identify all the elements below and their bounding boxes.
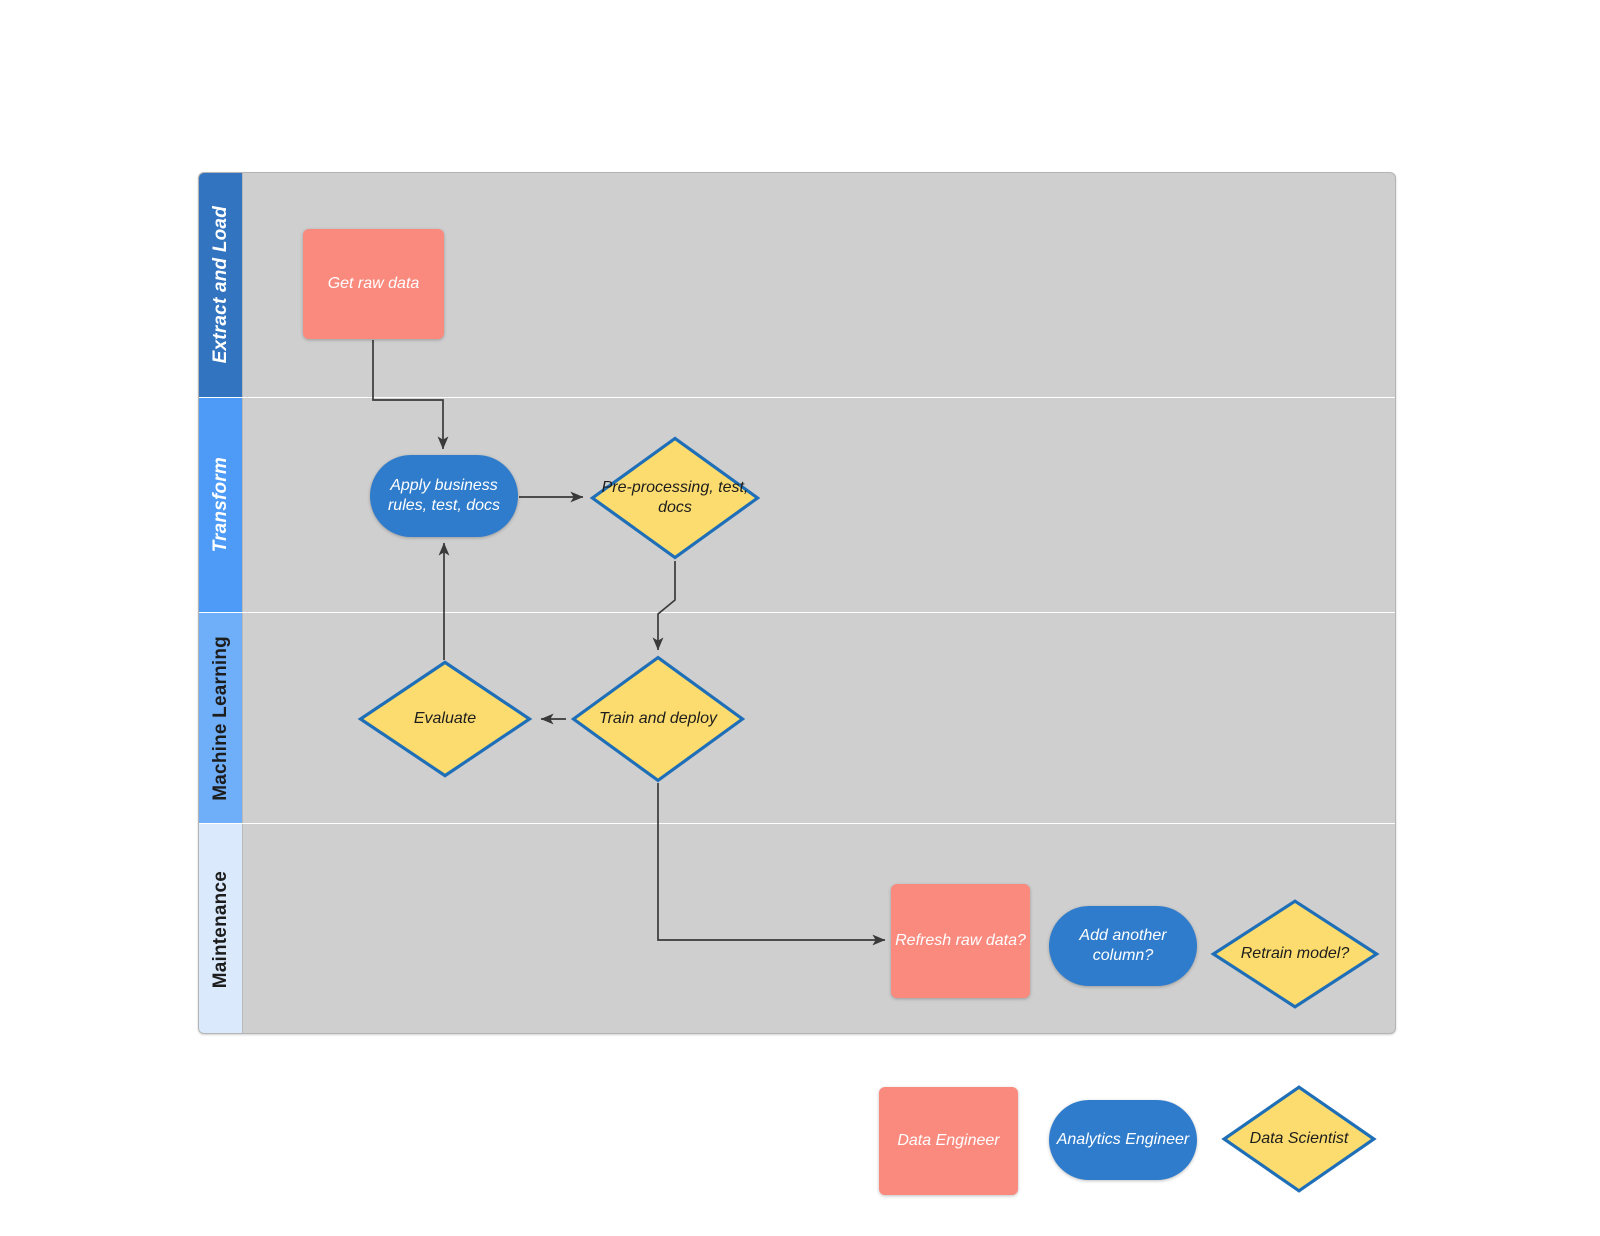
- node-label: Data Engineer: [897, 1131, 1000, 1149]
- node-label: Retrain model?: [1240, 944, 1350, 962]
- lane-header-maintenance[interactable]: Maintenance: [199, 824, 243, 1033]
- legend-data-scientist[interactable]: Data Scientist: [1221, 1085, 1377, 1193]
- node-add-another-column[interactable]: Add another column?: [1049, 906, 1197, 986]
- diamond-shape: [1221, 1085, 1377, 1193]
- diamond-shape: [1210, 899, 1380, 1009]
- diamond-shape: [570, 655, 746, 783]
- node-label: Analytics Engineer: [1056, 1130, 1190, 1148]
- diamond-shape: [589, 436, 761, 560]
- diamond-shape: [357, 660, 533, 778]
- node-apply-rules[interactable]: Apply business rules, test, docs: [370, 455, 518, 537]
- node-label: Refresh raw data?: [895, 931, 1026, 949]
- swimlane-transform: Transform: [199, 398, 1395, 613]
- lane-header-machine-learning[interactable]: Machine Learning: [199, 613, 243, 823]
- node-refresh-raw-data[interactable]: Refresh raw data?: [891, 884, 1030, 998]
- lane-header-extract-and-load[interactable]: Extract and Load: [199, 173, 243, 397]
- node-label: Get raw data: [327, 274, 420, 292]
- node-train-and-deploy[interactable]: Train and deploy: [570, 655, 746, 783]
- swimlane-extract-and-load: Extract and Load: [199, 173, 1395, 398]
- legend-analytics-engineer[interactable]: Analytics Engineer: [1049, 1100, 1197, 1180]
- node-label: Train and deploy: [599, 709, 717, 727]
- node-label: Apply business rules, test, docs: [387, 476, 501, 514]
- node-label: Data Scientist: [1249, 1129, 1349, 1147]
- node-get-raw-data[interactable]: Get raw data: [303, 229, 444, 339]
- node-label: Add another column?: [1079, 926, 1167, 964]
- node-evaluate[interactable]: Evaluate: [357, 660, 533, 778]
- swimlane-maintenance: Maintenance: [199, 824, 1395, 1033]
- node-retrain-model[interactable]: Retrain model?: [1210, 899, 1380, 1009]
- node-label: Evaluate: [413, 709, 477, 727]
- lane-header-transform[interactable]: Transform: [199, 398, 243, 612]
- node-label: Pre-processing, test, docs: [601, 478, 749, 516]
- legend-data-engineer[interactable]: Data Engineer: [879, 1087, 1018, 1195]
- node-pre-processing[interactable]: Pre-processing, test, docs: [589, 436, 761, 560]
